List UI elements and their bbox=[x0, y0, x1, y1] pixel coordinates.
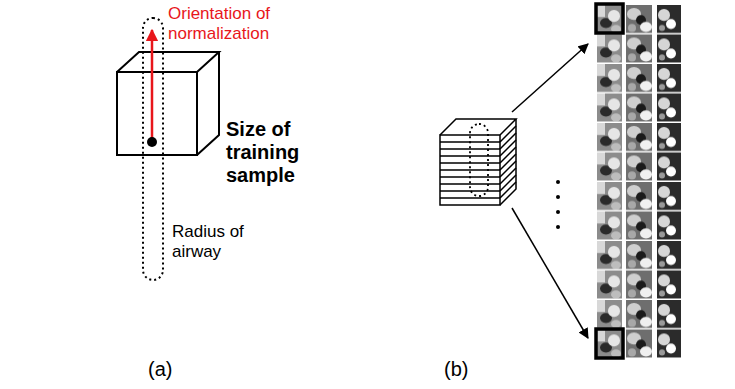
arrow-top bbox=[512, 44, 588, 112]
panel-label: (b) bbox=[444, 358, 504, 381]
center-dot bbox=[147, 137, 157, 147]
airway-capsule bbox=[143, 18, 163, 280]
cube bbox=[117, 52, 219, 155]
panel-label: (a) bbox=[148, 358, 208, 381]
sample-capsule bbox=[470, 124, 488, 196]
normalization-arrow bbox=[151, 30, 154, 142]
orientation-label: Orientation of normalization bbox=[168, 4, 328, 43]
slice-columns bbox=[597, 5, 681, 359]
radius-label: Radius of airway bbox=[172, 222, 277, 261]
sample-size-label: Size of training sample bbox=[226, 118, 326, 187]
selected-slice bbox=[596, 329, 623, 358]
arrow-bottom bbox=[512, 208, 588, 338]
stacked-cube bbox=[440, 119, 516, 205]
selected-slice bbox=[596, 4, 623, 33]
ellipsis-dots bbox=[556, 180, 560, 229]
